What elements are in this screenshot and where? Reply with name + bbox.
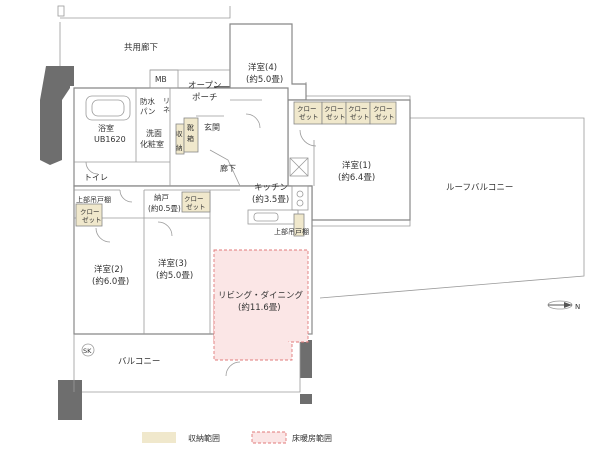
left-pillar-top xyxy=(60,66,74,86)
legend-storage-label: 収納範囲 xyxy=(188,433,220,443)
closet-label: ゼット xyxy=(82,215,102,224)
bed2-door-arc xyxy=(95,227,111,243)
storage-area xyxy=(75,203,103,227)
western2-label: 洋室(2) xyxy=(94,264,123,275)
waterproof-pan-label: 防水 xyxy=(140,96,155,106)
storage-areas xyxy=(75,101,397,237)
sk-label: SK xyxy=(83,347,92,355)
toilet-door-arc xyxy=(119,189,133,203)
left-wall-bottom xyxy=(58,380,82,420)
bathroom-label: 浴室 xyxy=(98,123,114,133)
floor-heating-step xyxy=(213,296,293,361)
western1-size-label: (約6.4畳) xyxy=(338,172,375,183)
range-hood xyxy=(289,157,309,177)
room-labels: 共用廊下 MB オープン ポーチ 洋室(4) (約5.0畳) 浴室 UB1620… xyxy=(76,42,513,367)
legend-storage-swatch xyxy=(142,432,176,443)
closet-label: ゼット xyxy=(326,112,346,121)
legend-heating-label: 床暖房範囲 xyxy=(292,433,332,443)
balcony-door-arc xyxy=(225,361,241,377)
column-right-cap xyxy=(300,394,312,404)
mb-label: MB xyxy=(155,75,167,84)
living-dining-size-label: (約11.6畳) xyxy=(238,302,281,313)
hall-diagonal xyxy=(209,149,241,187)
burner xyxy=(296,190,304,198)
western4-size-label: (約5.0畳) xyxy=(246,74,283,85)
storage-area xyxy=(181,191,211,213)
bathtub xyxy=(85,95,131,121)
linen-label: ネ xyxy=(163,106,170,114)
storage-shelf-label: 収 xyxy=(176,130,183,138)
western4-label: 洋室(4) xyxy=(248,62,277,73)
sk-symbol xyxy=(81,343,95,357)
washroom-label: 化粧室 xyxy=(140,139,164,149)
kitchen-size-label: (約3.5畳) xyxy=(252,194,289,205)
closet-label: クロー xyxy=(297,105,317,113)
common-corridor-label: 共用廊下 xyxy=(124,42,159,53)
kitchen-fixtures xyxy=(247,157,309,225)
closet-label: ゼット xyxy=(375,112,395,121)
compass-north-label: N xyxy=(575,303,580,311)
closet-label: クロー xyxy=(373,105,393,113)
compass: N xyxy=(547,300,580,311)
roof-balcony-edge xyxy=(319,117,585,299)
bathroom-model-label: UB1620 xyxy=(94,135,126,144)
roof-balcony-label: ルーフバルコニー xyxy=(446,183,513,193)
western3-size-label: (約5.0畳) xyxy=(156,270,193,281)
entry-arc xyxy=(245,113,261,129)
shoe-cabinet-label: 靴 xyxy=(187,123,194,132)
bath-door-arc xyxy=(85,161,99,175)
column-right-bottom xyxy=(300,340,312,378)
closet-pantry-size-label: (約0.5畳) xyxy=(148,203,181,213)
living-dining-label: リビング・ダイニング xyxy=(218,290,304,301)
storage-area xyxy=(369,101,397,125)
kitchen-label: キッチン xyxy=(254,183,288,193)
open-porch-label: ポーチ xyxy=(192,93,218,103)
left-column xyxy=(40,66,70,165)
closet-label: クロー xyxy=(80,208,100,216)
kitchen-sink xyxy=(253,212,279,222)
top-boundary xyxy=(60,6,231,19)
washroom-label: 洗面 xyxy=(146,128,162,138)
closet-label: クロー xyxy=(348,105,368,113)
storage-area xyxy=(183,117,199,153)
hallway-label: 廊下 xyxy=(220,163,236,173)
western3-label: 洋室(3) xyxy=(158,258,187,269)
closet-pantry-label: 納戸 xyxy=(154,192,169,202)
legend: 収納範囲 床暖房範囲 xyxy=(142,431,332,444)
closet-label: ゼット xyxy=(350,112,370,121)
linen-label: リ xyxy=(163,97,170,105)
hood-cross xyxy=(289,157,309,177)
toilet-label: トイレ xyxy=(84,173,108,182)
closet-label: ゼット xyxy=(186,202,206,211)
western1-label: 洋室(1) xyxy=(342,160,371,171)
balcony-label: バルコニー xyxy=(118,357,160,367)
western2-size-label: (約6.0畳) xyxy=(92,276,129,287)
burner xyxy=(296,199,304,207)
storage-area xyxy=(293,213,305,237)
ceiling-marker xyxy=(57,5,65,17)
closet-label: クロー xyxy=(184,195,204,203)
closet-label: ゼット xyxy=(299,112,319,121)
mb-box xyxy=(149,69,179,89)
compass-arrow xyxy=(564,302,572,308)
bed1-door-arc xyxy=(299,129,317,147)
bed3-door-arc xyxy=(157,221,173,237)
shoe-cabinet-label: 箱 xyxy=(187,134,194,143)
bathtub-outer xyxy=(85,95,131,121)
open-porch-label: オープン xyxy=(188,81,222,91)
legend-heating-swatch xyxy=(251,431,287,444)
storage-shelf-label: 納 xyxy=(176,143,183,152)
waterproof-pan-label: パン xyxy=(140,107,155,116)
entrance-label: 玄関 xyxy=(204,122,220,132)
upper-cabinet-right-label: 上部吊戸棚 xyxy=(274,227,309,236)
closet-label: クロー xyxy=(324,105,344,113)
upper-cabinet-left-label: 上部吊戸棚 xyxy=(76,195,111,204)
bathtub-inner xyxy=(91,99,125,117)
closet-labels: クロー ゼット クロー ゼット クロー ゼット クロー ゼット クロー ゼット … xyxy=(80,105,395,224)
stove xyxy=(291,185,309,211)
